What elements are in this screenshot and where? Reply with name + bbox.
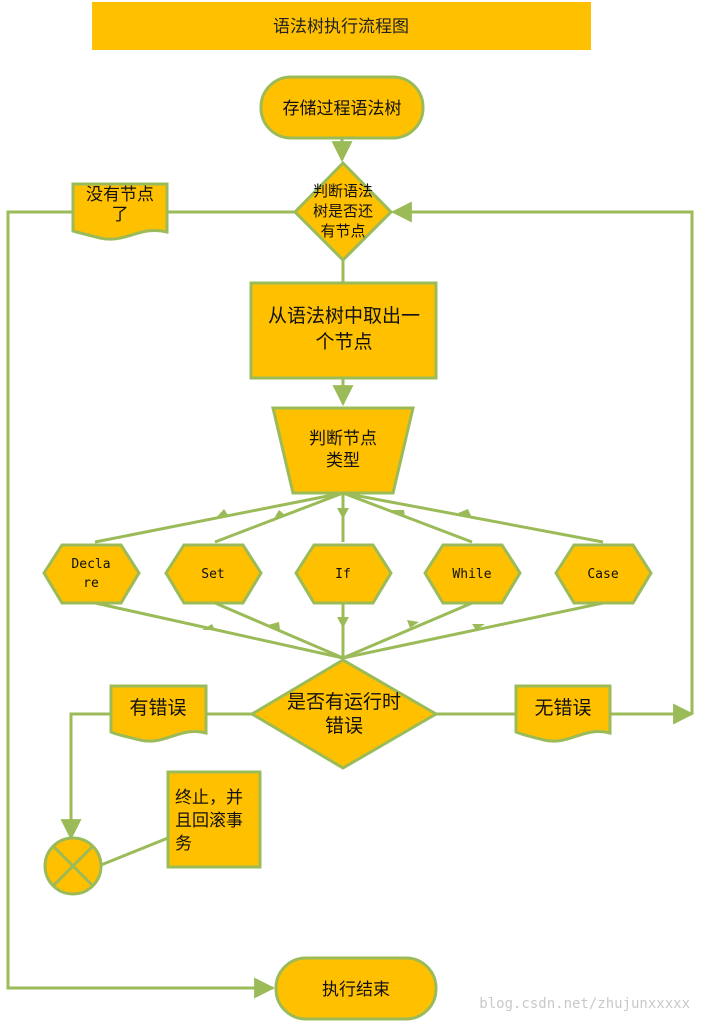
start-label: 存储过程语法树 — [283, 99, 402, 119]
hex-case: Case — [554, 543, 653, 605]
arrow-loop-back-to-check — [390, 201, 694, 714]
end-node: 执行结束 — [274, 956, 438, 1021]
hex-set: Set — [164, 543, 263, 605]
node-type-shape: 判断节点 类型 — [271, 406, 415, 495]
has-error-label: 有错误 — [129, 697, 186, 719]
arrow-type-to-case — [342, 491, 604, 544]
arrow-case-to-error — [342, 601, 604, 660]
check-label-2: 树是否还 — [313, 202, 373, 220]
terminate-label-3: 务 — [175, 834, 192, 854]
start-node: 存储过程语法树 — [259, 75, 425, 140]
runtime-error-label-1: 是否有运行时 — [287, 691, 401, 713]
arrow-set-to-error — [214, 601, 344, 660]
check-label-1: 判断语法 — [313, 182, 373, 200]
summing-junction — [43, 836, 103, 896]
end-label: 执行结束 — [322, 980, 390, 1000]
case-label: Case — [587, 567, 618, 582]
diagram-title: 语法树执行流程图 — [273, 17, 409, 37]
arrow-declare-to-error — [94, 601, 344, 660]
declare-label-2: re — [83, 576, 99, 591]
no-error-label: 无错误 — [534, 697, 591, 719]
no-nodes-label-2: 了 — [112, 205, 129, 225]
if-label: If — [335, 567, 351, 582]
no-nodes-label-1: 没有节点 — [86, 185, 154, 205]
hex-while: While — [423, 543, 522, 605]
terminate-label-2: 且回滚事 — [175, 811, 243, 831]
no-error-document: 无错误 — [514, 684, 612, 743]
take-node-process: 从语法树中取出一 个节点 — [249, 281, 438, 380]
terminate-process: 终止，并 且回滚事 务 — [166, 770, 262, 869]
take-node-label-1: 从语法树中取出一 — [268, 305, 420, 327]
take-node-label-2: 个节点 — [315, 331, 372, 353]
title-banner: 语法树执行流程图 — [92, 2, 591, 50]
terminate-label-1: 终止，并 — [175, 788, 243, 808]
declare-label-1: Decla — [71, 557, 110, 572]
node-type-label-2: 类型 — [326, 451, 360, 471]
runtime-error-label-2: 错误 — [325, 715, 363, 737]
check-nodes-decision: 判断语法 树是否还 有节点 — [292, 160, 394, 263]
arrow-type-to-while — [342, 491, 473, 544]
hex-if: If — [294, 543, 393, 605]
while-label: While — [452, 567, 491, 582]
arrow-while-to-error — [342, 601, 473, 660]
line-circle-to-terminate-box — [100, 836, 169, 867]
fan-arrowheads — [202, 508, 485, 630]
no-nodes-document: 没有节点 了 — [71, 182, 169, 241]
hex-declare: Decla re — [42, 543, 141, 605]
check-label-3: 有节点 — [320, 222, 365, 240]
runtime-error-decision: 是否有运行时 错误 — [249, 658, 439, 770]
watermark: blog.csdn.net/zhujunxxxxx — [479, 996, 690, 1012]
has-error-document: 有错误 — [109, 684, 208, 743]
node-type-label-1: 判断节点 — [309, 429, 377, 449]
set-label: Set — [201, 567, 224, 582]
